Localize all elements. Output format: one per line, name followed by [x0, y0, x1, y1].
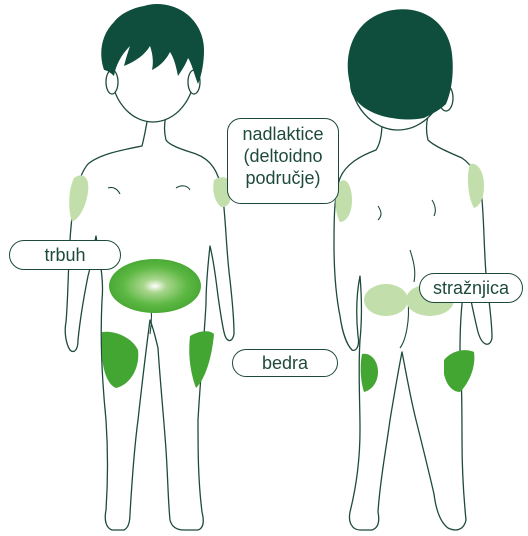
- buttocks-label: stražnjica: [419, 273, 523, 303]
- upper-arm-label-line-2: (deltoidno: [230, 145, 336, 167]
- front-body-outline: [65, 116, 234, 530]
- abdomen-label: trbuh: [9, 240, 121, 270]
- upper-arm-label: nadlaktice (deltoidno područje): [227, 118, 339, 204]
- thighs-label: bedra: [232, 349, 338, 377]
- upper-arm-label-line-3: područje): [230, 167, 336, 189]
- upper-arm-label-line-1: nadlaktice: [230, 123, 336, 145]
- abdomen-injection-site: [109, 259, 201, 313]
- buttock-site-left: [364, 284, 408, 316]
- back-hair: [348, 9, 453, 119]
